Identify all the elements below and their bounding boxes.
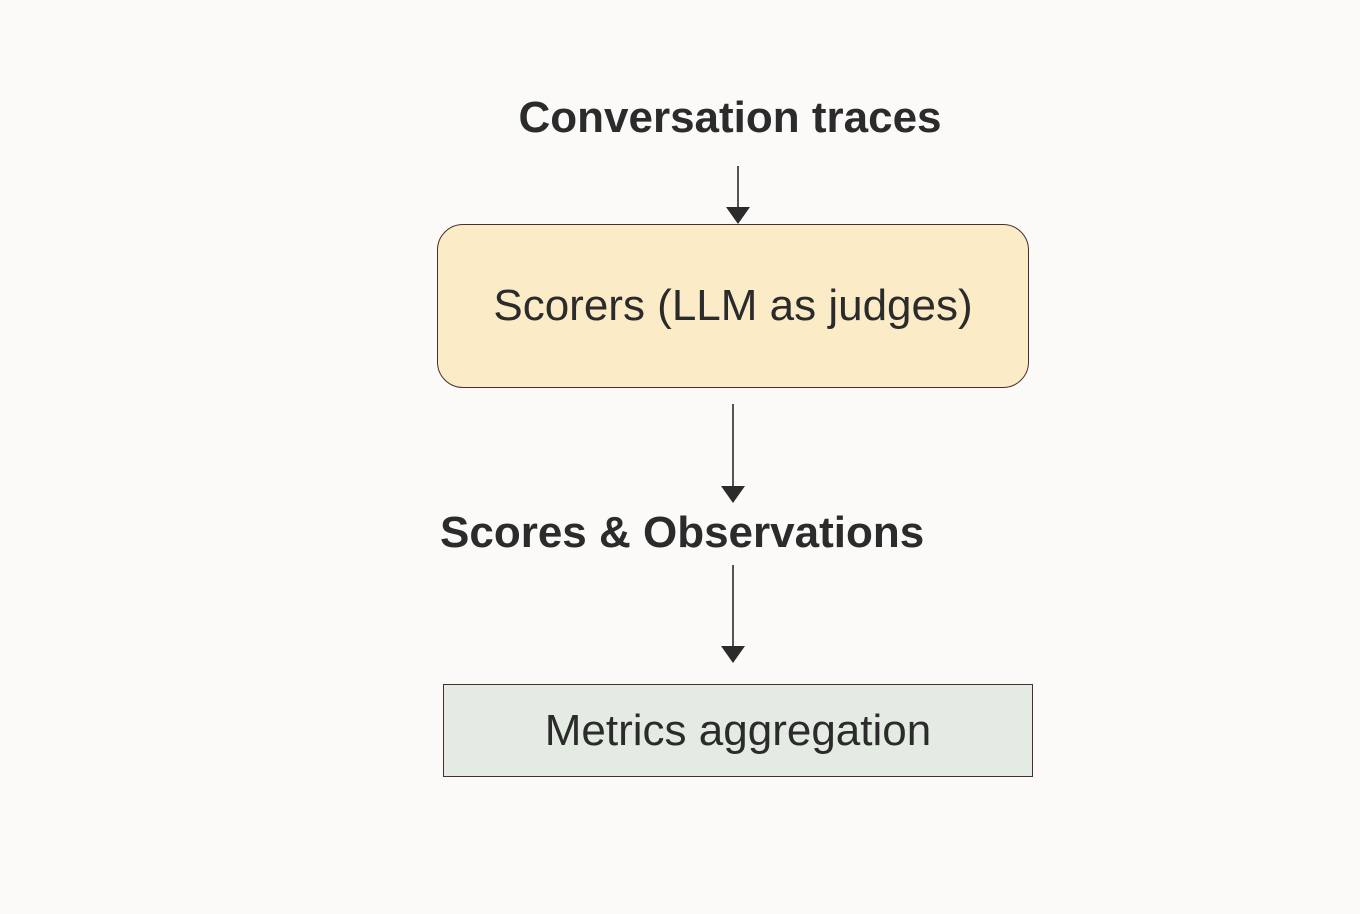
arrow-scores-to-metrics (721, 565, 745, 663)
arrow-scorers-to-scores (721, 404, 745, 503)
arrow-traces-to-scorers (726, 166, 750, 224)
conversation-traces-label: Conversation traces (518, 93, 942, 142)
scorers-label: Scorers (LLM as judges) (493, 281, 973, 330)
scorers-box: Scorers (LLM as judges) (437, 224, 1029, 388)
scores-observations-label: Scores & Observations (440, 508, 925, 557)
metrics-aggregation-box: Metrics aggregation (443, 684, 1033, 777)
metrics-aggregation-label: Metrics aggregation (544, 705, 932, 755)
